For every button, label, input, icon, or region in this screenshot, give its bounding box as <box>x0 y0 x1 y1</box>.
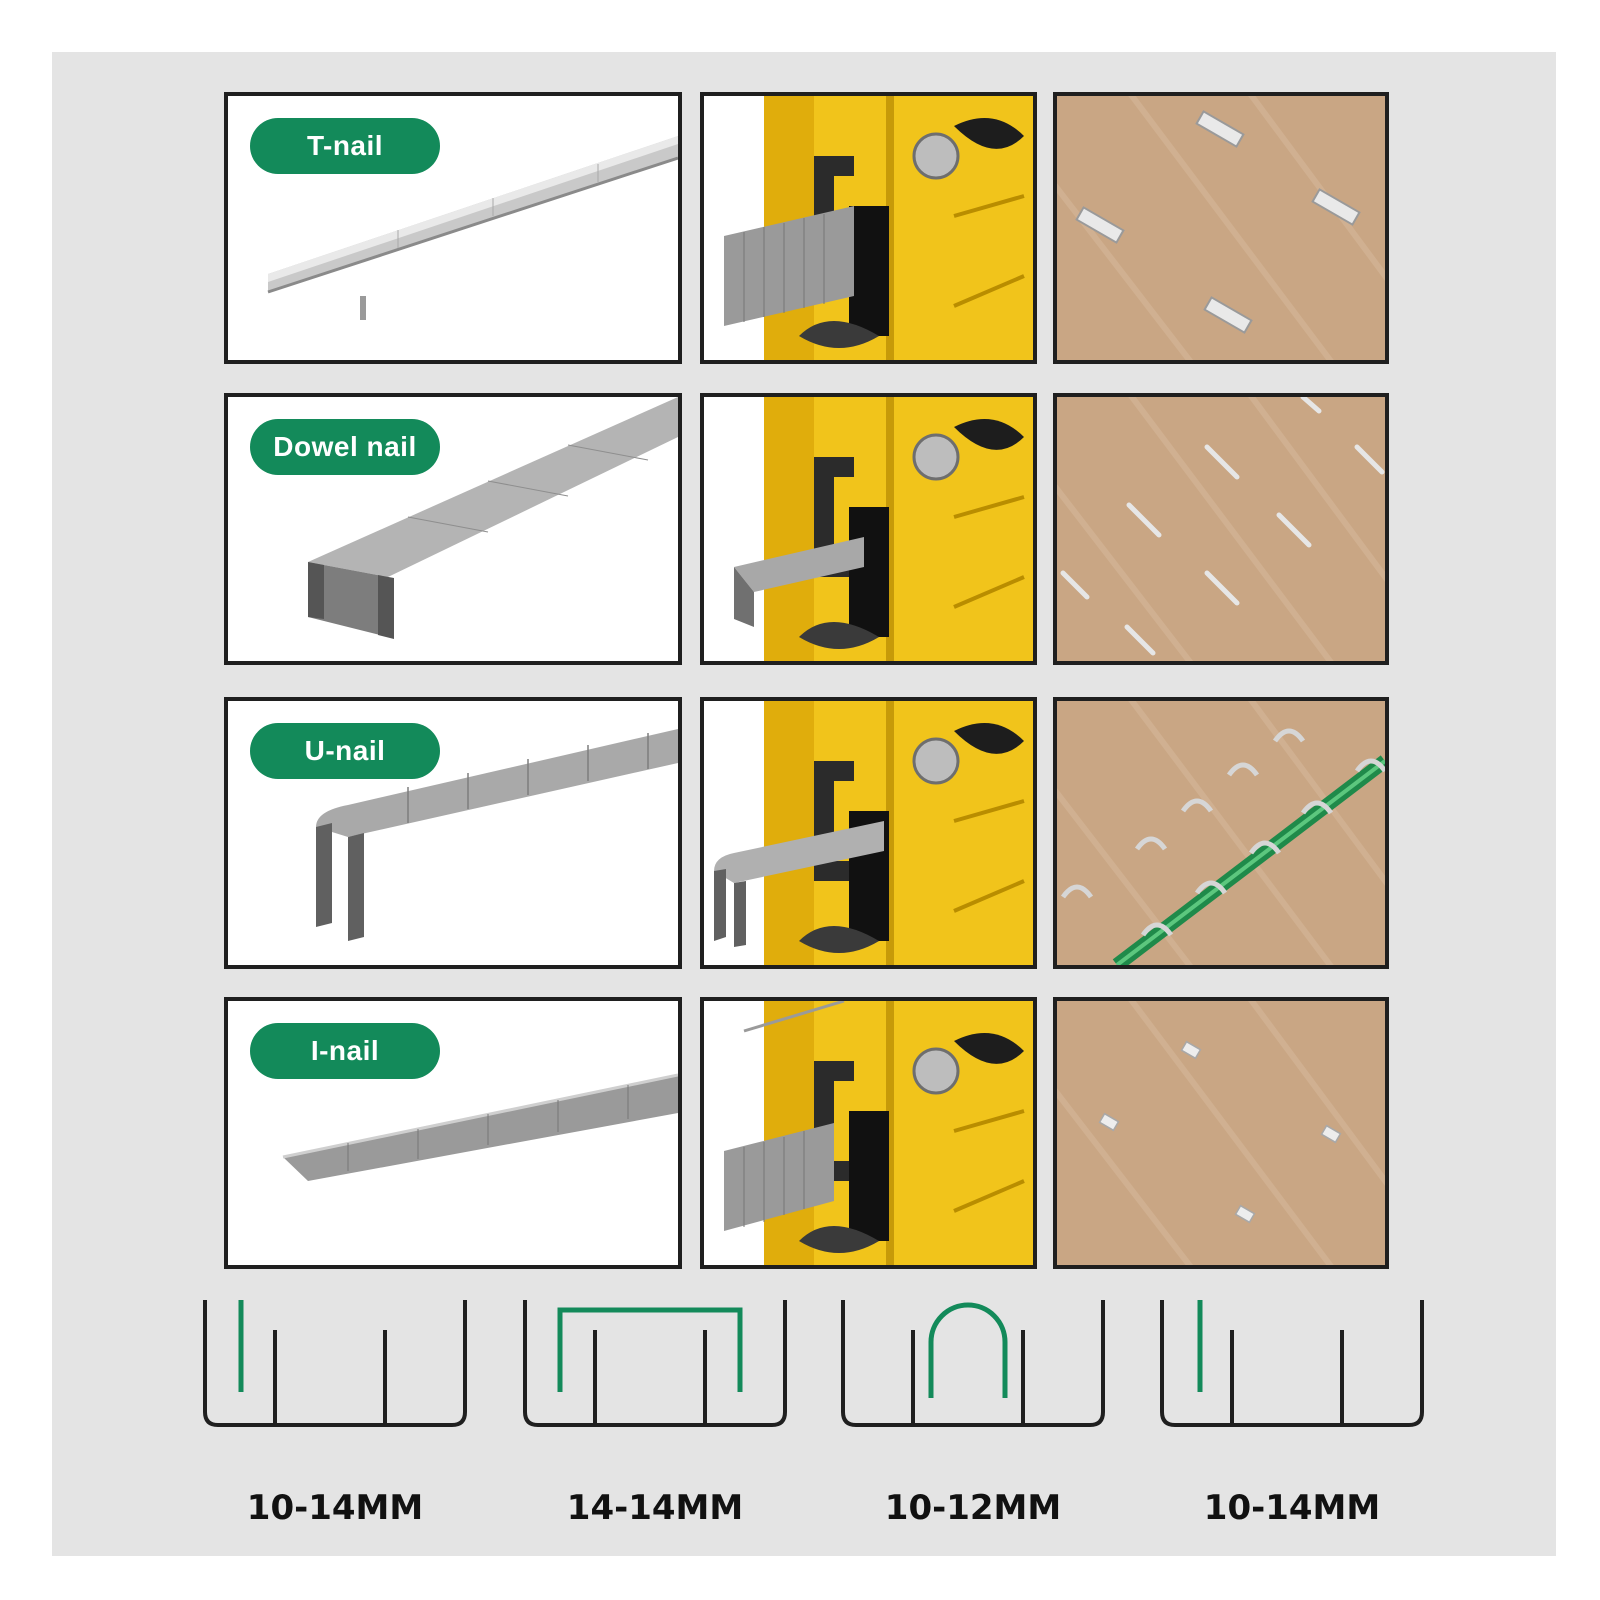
u-nail-size-label: 10-12MM <box>884 1488 1062 1528</box>
wood-with-u-nails-and-cable <box>1053 697 1389 969</box>
i-nail-label: I-nail <box>250 1023 440 1079</box>
wood-with-dowel-nails <box>1053 393 1389 665</box>
u-nail-strip-panel: U-nail <box>224 697 682 969</box>
i-nail-size-label: 10-14MM <box>1203 1488 1381 1528</box>
dowel-nail-profile-icon <box>520 1300 790 1440</box>
dowel-nail-label: Dowel nail <box>250 419 440 475</box>
dowel-nail-strip-icon <box>308 397 678 639</box>
stapler-with-t-nails <box>700 92 1037 364</box>
t-nail-label: T-nail <box>250 118 440 174</box>
stapler-with-u-nails <box>700 697 1037 969</box>
u-nail-profile-icon <box>838 1300 1108 1440</box>
i-nail-profile-icon <box>1157 1290 1427 1440</box>
i-nail-strip-panel: I-nail <box>224 997 682 1269</box>
t-nail-profile-icon <box>200 1287 470 1440</box>
wood-with-t-nails <box>1053 92 1389 364</box>
stapler-with-i-nails <box>700 997 1037 1269</box>
i-nail-strip-icon <box>282 1073 678 1181</box>
dowel-nail-size-label: 14-14MM <box>566 1488 744 1528</box>
t-nail-strip-icon <box>267 136 678 320</box>
t-nail-size-label: 10-14MM <box>246 1488 424 1528</box>
stapler-with-dowel-nails <box>700 393 1037 665</box>
u-nail-strip-icon <box>316 729 678 941</box>
t-nail-strip-panel: T-nail <box>224 92 682 364</box>
wood-with-i-nails <box>1053 997 1389 1269</box>
dowel-nail-strip-panel: Dowel nail <box>224 393 682 665</box>
u-nail-label: U-nail <box>250 723 440 779</box>
